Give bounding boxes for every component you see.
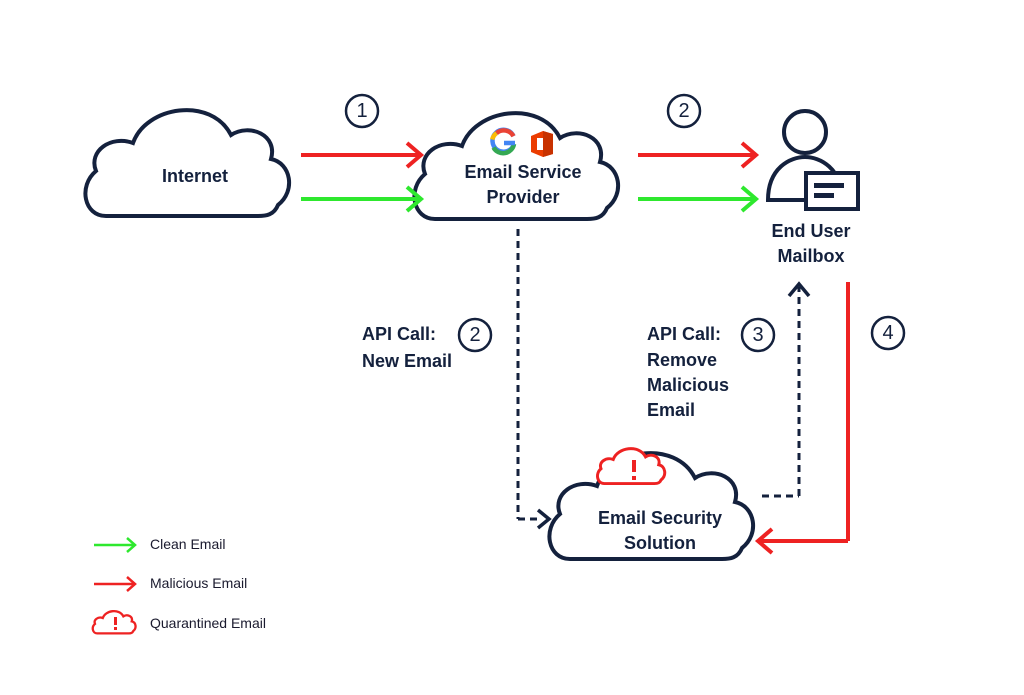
quarantine-exclamation [632, 460, 636, 472]
arrow-internet-to-esp-clean [301, 185, 425, 213]
api-remove-line1: API Call: [647, 324, 722, 344]
esp-label-line2: Provider [486, 187, 560, 207]
office-logo-icon [531, 131, 553, 157]
api-remove-line2: Remove [647, 350, 718, 370]
legend-quarantined-label: Quarantined Email [150, 615, 266, 631]
legend-malicious-label: Malicious Email [150, 575, 248, 591]
api-new-email-line1: API Call: [362, 324, 437, 344]
api-remove-line3: Malicious [647, 375, 730, 395]
envelope-icon [804, 171, 860, 211]
quarantine-exclamation-dot [632, 476, 636, 480]
internet-cloud [83, 108, 292, 218]
internet-label: Internet [161, 166, 229, 186]
api-new-email-line2: New Email [362, 351, 453, 371]
step-number-2-top: 2 [678, 100, 690, 122]
step-number-4: 4 [882, 322, 894, 344]
step-number-1: 1 [356, 100, 368, 122]
legend-clean-arrow [94, 537, 137, 553]
security-label-line2: Solution [624, 533, 696, 553]
step-badge-4 [870, 315, 906, 351]
step-badge-2-api [457, 317, 493, 353]
api-call-remove-connector [762, 281, 811, 498]
google-logo-icon [490, 127, 517, 156]
arrow-mailbox-to-security [754, 282, 850, 555]
step-number-2-api: 2 [469, 324, 481, 346]
arrow-esp-to-mailbox-clean [638, 185, 760, 213]
legend-clean-label: Clean Email [150, 536, 226, 552]
legend-malicious-arrow [94, 576, 137, 592]
step-number-3: 3 [752, 324, 764, 346]
mailbox-label-line1: End User [771, 221, 851, 241]
legend-quarantine-exclamation [114, 617, 117, 625]
arrow-esp-to-mailbox-malicious [638, 141, 760, 169]
api-call-new-email-connector [516, 229, 552, 530]
arrow-internet-to-esp-malicious [301, 141, 425, 169]
security-label-line1: Email Security [597, 508, 723, 528]
api-remove-line4: Email [647, 400, 696, 420]
legend-quarantine-exclamation-dot [114, 627, 117, 630]
mailbox-label-line2: Mailbox [777, 246, 845, 266]
esp-label-line1: Email Service [464, 162, 582, 182]
step-badge-2-top [666, 93, 702, 129]
step-badge-3 [740, 317, 776, 353]
step-badge-1 [344, 93, 380, 129]
